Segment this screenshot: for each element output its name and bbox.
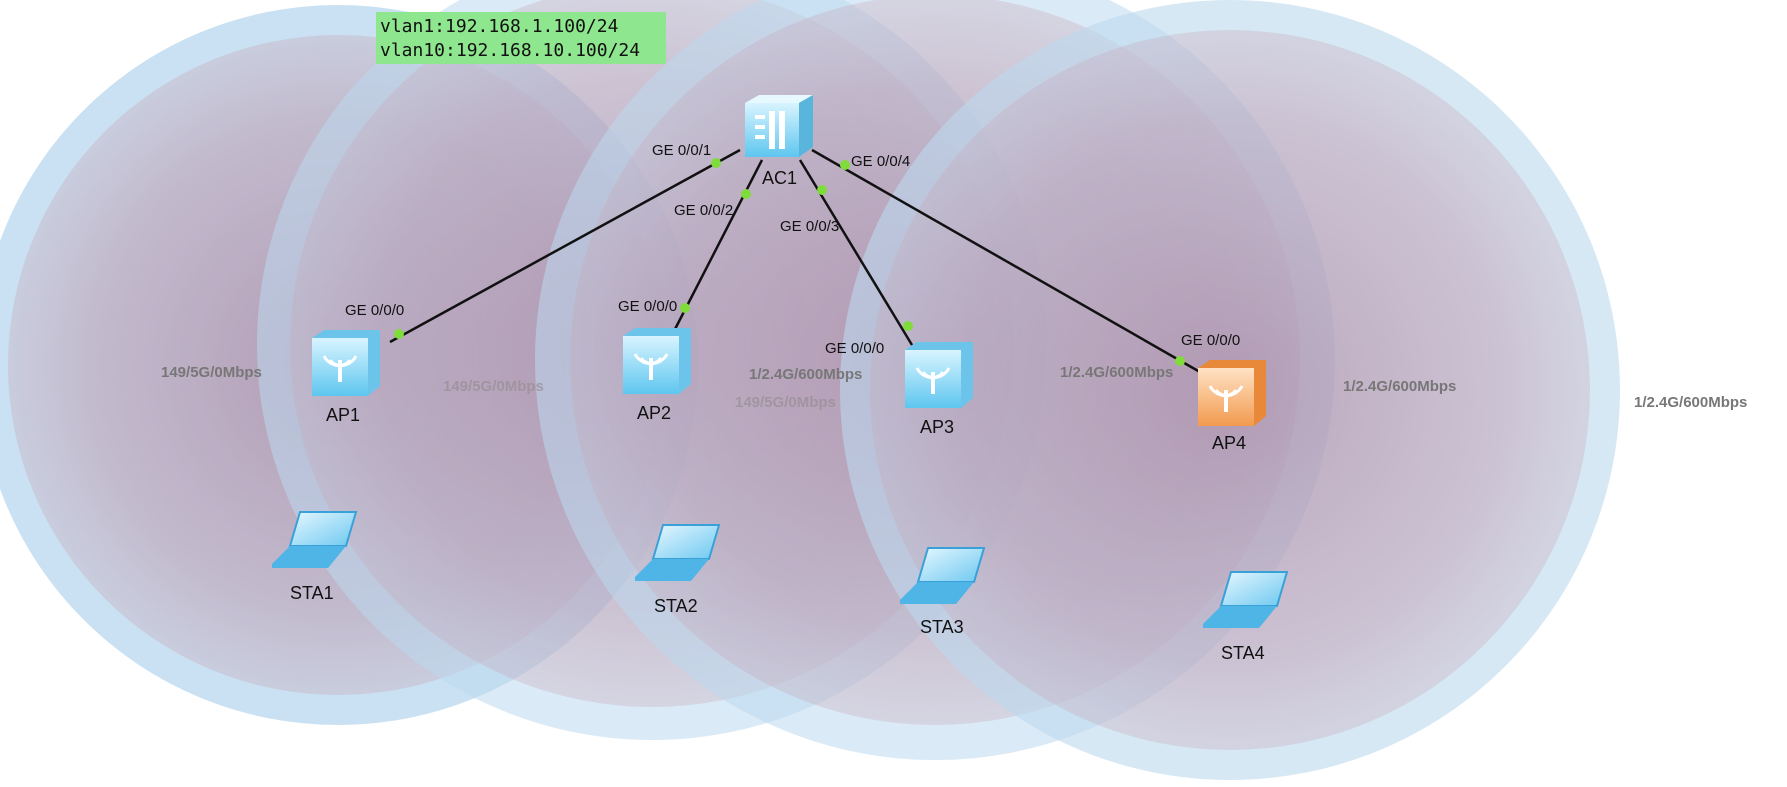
wireless-ap-icon[interactable] — [1198, 360, 1266, 426]
wireless-ap-icon[interactable] — [312, 330, 380, 396]
ap2-label: AP2 — [637, 403, 672, 423]
laptop-icon[interactable] — [900, 547, 986, 604]
ap3-radio-rate-24g: 1/2.4G/600Mbps — [1343, 378, 1457, 395]
vlan1-line: vlan1:192.168.1.100/24 — [380, 16, 619, 37]
ac1-port-label: GE 0/0/1 — [652, 142, 712, 159]
ac1-port-label: GE 0/0/4 — [851, 153, 911, 170]
link-ac1-ap1 — [389, 148, 741, 344]
wireless-ap-icon[interactable] — [623, 328, 691, 394]
ap2-radio-rate-24g: 1/2.4G/600Mbps — [1060, 364, 1174, 381]
ap4-radio-rate-24g: 1/2.4G/600Mbps — [1634, 394, 1748, 411]
ap2-radio-rate: 149/5G/0Mbps — [443, 378, 544, 395]
ap1-port-label: GE 0/0/0 — [345, 302, 405, 319]
sta4-label: STA4 — [1221, 643, 1265, 663]
wireless-ap-icon[interactable] — [905, 342, 973, 408]
ap1-label: AP1 — [326, 405, 361, 425]
port-dot — [903, 321, 913, 331]
sta3-label: STA3 — [920, 617, 964, 637]
port-dot — [394, 329, 404, 339]
ap1-radio-rate-24g: 1/2.4G/600Mbps — [749, 366, 863, 383]
access-controller-icon[interactable] — [745, 95, 813, 157]
port-dot — [741, 189, 751, 199]
ac1-port-label: GE 0/0/3 — [780, 218, 840, 235]
vlan10-line: vlan10:192.168.10.100/24 — [380, 40, 641, 61]
ap2-port-label: GE 0/0/0 — [618, 298, 678, 315]
ac1-port-label: GE 0/0/2 — [674, 202, 734, 219]
port-dot — [817, 185, 827, 195]
port-dot — [840, 160, 850, 170]
ap3-radio-rate: 149/5G/0Mbps — [735, 394, 836, 411]
ap3-port-label: GE 0/0/0 — [825, 340, 885, 357]
port-dot — [680, 303, 690, 313]
ac1-label: AC1 — [762, 168, 798, 188]
ap4-label: AP4 — [1212, 433, 1247, 453]
sta2-label: STA2 — [654, 596, 698, 616]
link-ac1-ap4 — [811, 148, 1201, 374]
ap1-radio-rate: 149/5G/0Mbps — [161, 364, 262, 381]
laptop-icon[interactable] — [1203, 571, 1289, 628]
port-dot — [1175, 356, 1185, 366]
ap4-port-label: GE 0/0/0 — [1181, 332, 1241, 349]
port-dots — [394, 158, 1185, 366]
ap3-label: AP3 — [920, 417, 955, 437]
port-dot — [711, 158, 721, 168]
sta1-label: STA1 — [290, 583, 334, 603]
laptop-icon[interactable] — [635, 524, 721, 581]
vlan-note: vlan1:192.168.1.100/24 vlan10:192.168.10… — [376, 12, 666, 64]
laptop-icon[interactable] — [272, 511, 358, 568]
